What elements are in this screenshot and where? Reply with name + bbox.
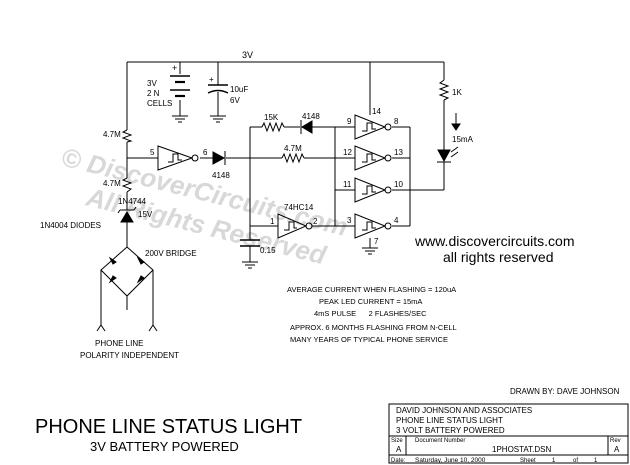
ground-symbols [172, 115, 378, 269]
diodes-label: 1N4004 DIODES [40, 221, 101, 230]
diode-main [212, 151, 226, 165]
r-led-label: 1K [452, 88, 462, 97]
rev-label: Rev [610, 438, 621, 444]
page-title: PHONE LINE STATUS LIGHT [35, 416, 302, 438]
diode-top-label: 4148 [302, 112, 320, 121]
phone-label-1: PHONE LINE [95, 339, 143, 348]
doc-number-label: Document Number [415, 438, 465, 444]
wiring [100, 61, 445, 325]
osc-pin-in: 1 [270, 217, 275, 226]
title-block-line-2: PHONE LINE STATUS LIGHT [396, 416, 503, 425]
pin-3: 3 [347, 216, 352, 225]
note-line-1: AVERAGE CURRENT WHEN FLASHING = 120uA [287, 285, 456, 294]
doc-number-value: 1PHOSTAT.DSN [492, 445, 551, 454]
resistors [121, 79, 450, 193]
pin-10: 10 [394, 180, 403, 189]
pin-12: 12 [343, 148, 352, 157]
led-current-label: 15mA [452, 135, 474, 144]
current-arrow-icon [451, 113, 461, 131]
sheet-label: Sheet [520, 458, 536, 464]
r-15k-label: 15K [264, 113, 279, 122]
size-value: A [396, 445, 402, 454]
of-label: of [573, 458, 578, 464]
sheet-value: 1 [552, 458, 556, 464]
date-value: Saturday, June 10, 2000 [415, 457, 486, 464]
battery-symbol: + [170, 63, 190, 98]
r-feedback-label: 4.7M [284, 144, 302, 153]
site-url: www.discovercircuits.com [414, 233, 574, 249]
company-name: DAVID JOHNSON AND ASSOCIATES [396, 406, 532, 415]
phone-terminals [96, 324, 158, 332]
site-rights: all rights reserved [443, 249, 554, 265]
zener-part-label: 1N4744 [118, 197, 147, 206]
rail-label: 3V [242, 50, 253, 60]
pin-14: 14 [372, 107, 381, 116]
size-label: Size [391, 438, 403, 444]
diode-top [300, 120, 313, 134]
pin-9: 9 [347, 117, 352, 126]
cap-value-label: 10uF [230, 85, 248, 94]
led [437, 146, 459, 163]
drawn-by: DRAWN BY: DAVE JOHNSON [510, 387, 620, 396]
pin-13: 13 [394, 148, 403, 157]
svg-text:+: + [209, 75, 214, 84]
gate-out-pin: 6 [203, 148, 208, 157]
battery-label-1: 3V [147, 79, 157, 88]
gate-in-pin: 5 [150, 148, 155, 157]
phone-label-2: POLARITY INDEPENDENT [80, 351, 179, 360]
rev-value: A [614, 445, 620, 454]
cap-timing-label: 0.15 [260, 246, 276, 255]
pin-11: 11 [343, 180, 352, 189]
pin-8: 8 [394, 117, 399, 126]
inverter-gate-5-6 [157, 145, 199, 171]
zener-diode [117, 206, 137, 223]
oscillator-gate [277, 213, 313, 239]
title-block [388, 403, 629, 464]
pin-7: 7 [374, 237, 379, 246]
r-bottom-label: 4.7M [103, 179, 121, 188]
osc-pin-out: 2 [313, 217, 318, 226]
note-line-2: PEAK LED CURRENT = 15mA [319, 297, 422, 306]
title-block-line-3: 3 VOLT BATTERY POWERED [396, 426, 505, 435]
note-line-4: APPROX. 6 MONTHS FLASHING FROM N-CELL [290, 323, 457, 332]
supply-capacitor: + [207, 75, 229, 94]
r-top-label: 4.7M [103, 130, 121, 139]
note-line-3: 4mS PULSE 2 FLASHES/SEC [314, 309, 427, 318]
battery-label-2: 2 N [147, 89, 160, 98]
date-label: Date: [391, 458, 406, 464]
pin-4: 4 [394, 216, 399, 225]
cap-voltage-label: 6V [230, 96, 240, 105]
note-line-5: MANY YEARS OF TYPICAL PHONE SERVICE [290, 335, 448, 344]
of-value: 1 [594, 458, 598, 464]
bridge-rectifier [100, 246, 154, 297]
page-subtitle: 3V BATTERY POWERED [90, 439, 239, 454]
ic-label: 74HC14 [284, 203, 314, 212]
battery-label-3: CELLS [147, 99, 172, 108]
zener-voltage-label: 15V [138, 210, 153, 219]
svg-text:+: + [172, 63, 177, 73]
timing-capacitor [240, 239, 260, 247]
parallel-gates [354, 114, 392, 239]
bridge-label: 200V BRIDGE [145, 249, 197, 258]
diode-main-label: 4148 [212, 171, 230, 180]
